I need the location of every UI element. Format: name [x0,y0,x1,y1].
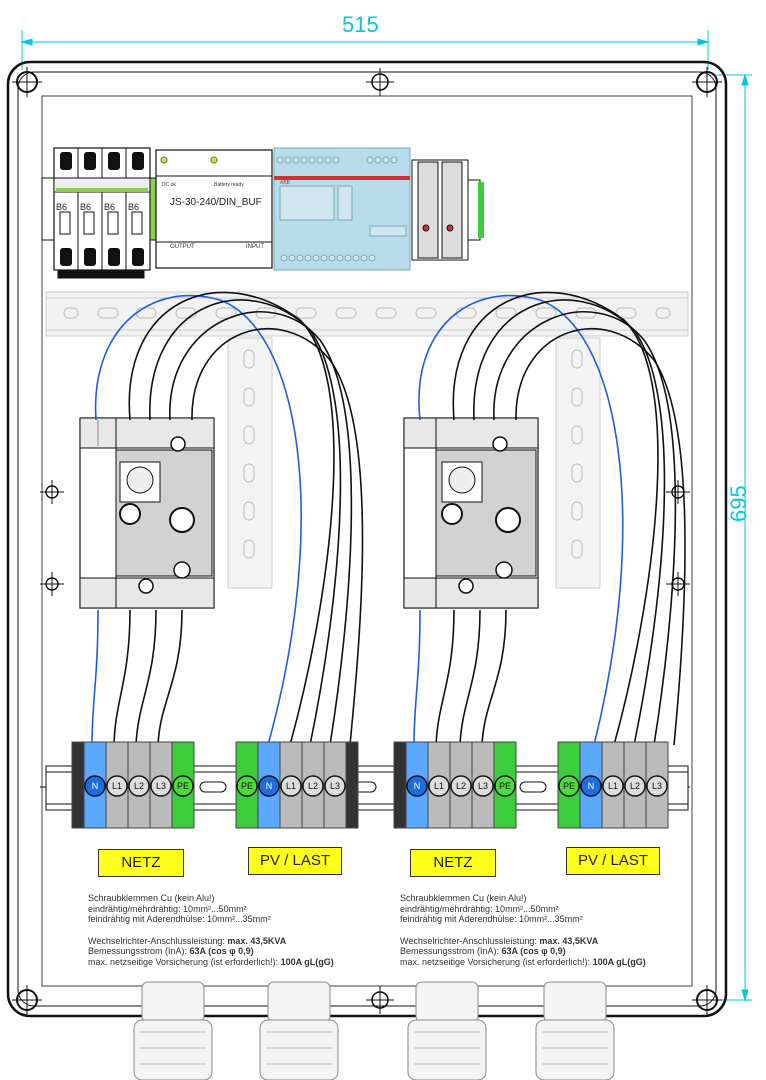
terminal-left-pv-4: L2 [307,781,318,791]
circuit-breakers [41,147,157,279]
note-value: 63A (cos φ 0,9) [189,946,254,956]
cable-glands [133,981,615,1080]
psu-model: JS-30-240/DIN_BUF [170,197,262,208]
note-line: eindrähtig/mehrdrähtig: 10mm²...50mm² [88,903,247,914]
terminal-right-netz-4: L3 [477,781,488,791]
dimension-lines [20,30,752,1002]
terminal-right-pv-4: L2 [629,781,640,791]
psu-input: INPUT [246,244,264,250]
power-supply [155,149,273,269]
controller [273,147,411,271]
note-line: Bemessungsstrom (InA): [88,946,188,956]
note-value: 100A gL(gG) [592,956,646,967]
din-rail-horizontal [45,291,689,337]
notes-right: Schraubklemmen Cu (kein Alu!) eindrähtig… [400,893,646,967]
terminal-left-pv-5: L3 [329,781,340,791]
note-line: feindrähtig mit Aderendhülse: 10mm²...35… [400,914,583,924]
terminal-left-netz-1: N [91,781,99,791]
terminal-circles [84,775,668,797]
note-line: feindrähtig mit Aderendhülse: 10mm²...35… [88,914,271,924]
height-dimension: 695 [726,485,751,522]
notes-left: Schraubklemmen Cu (kein Alu!) eindrähtig… [88,893,334,967]
tag-pv-right: PV / LAST [566,847,660,875]
terminal-left-pv-3: L1 [285,781,296,791]
terminal-right-netz-5: PE [498,781,511,791]
note-line: Wechselrichter-Anschlussleistung: [88,935,225,946]
terminal-left-netz-5: PE [176,781,189,791]
note-line: Schraubklemmen Cu (kein Alu!) [400,893,527,903]
terminal-left-netz-3: L2 [133,781,144,791]
terminal-right-netz-2: L1 [433,781,444,791]
terminal-right-pv-3: L1 [607,781,618,791]
note-line: max. netzseitige Vorsicherung (ist erfor… [400,956,591,967]
controller-brand: ABB [280,180,291,186]
note-line: Wechselrichter-Anschlussleistung: [400,935,537,946]
psu-led-1: DC ok [162,182,176,188]
terminal-left-pv-2: N [265,781,273,791]
note-line: max. netzseitige Vorsicherung (ist erfor… [88,956,279,967]
psu-output: OUTPUT [170,244,195,250]
breaker-label-1: B6 [56,202,68,212]
switch-disconnector-right [403,417,539,609]
tag-netz-right: NETZ [410,849,496,877]
width-dimension: 515 [342,12,379,37]
breaker-label-2: B6 [80,202,92,212]
breaker-label-4: B6 [128,202,140,212]
switch-disconnector-left [79,417,215,609]
terminal-right-netz-1: N [413,781,421,791]
note-value: max. 43,5KVA [227,935,287,946]
terminal-left-pv-1: PE [240,781,253,791]
tag-netz-left: NETZ [98,849,184,877]
note-line: eindrähtig/mehrdrähtig: 10mm²...50mm² [400,903,559,914]
breaker-label-3: B6 [104,202,116,212]
tag-pv-left: PV / LAST [248,847,342,875]
wiring [91,291,686,746]
note-line: Bemessungsstrom (InA): [400,946,500,956]
din-rail-vertical [227,337,601,589]
note-value: max. 43,5KVA [539,935,599,946]
note-line: Schraubklemmen Cu (kein Alu!) [88,893,215,903]
terminal-left-netz-2: L1 [111,781,122,791]
terminal-left-netz-4: L3 [155,781,166,791]
terminal-right-netz-3: L2 [455,781,466,791]
relay-module [411,159,484,261]
psu-led-2: Battery ready [214,182,244,188]
enclosure-outline [6,60,728,1018]
note-value: 63A (cos φ 0,9) [501,946,566,956]
note-value: 100A gL(gG) [280,956,334,967]
terminal-right-pv-5: L3 [651,781,662,791]
terminal-right-pv-2: N [587,781,595,791]
terminal-right-pv-1: PE [562,781,575,791]
